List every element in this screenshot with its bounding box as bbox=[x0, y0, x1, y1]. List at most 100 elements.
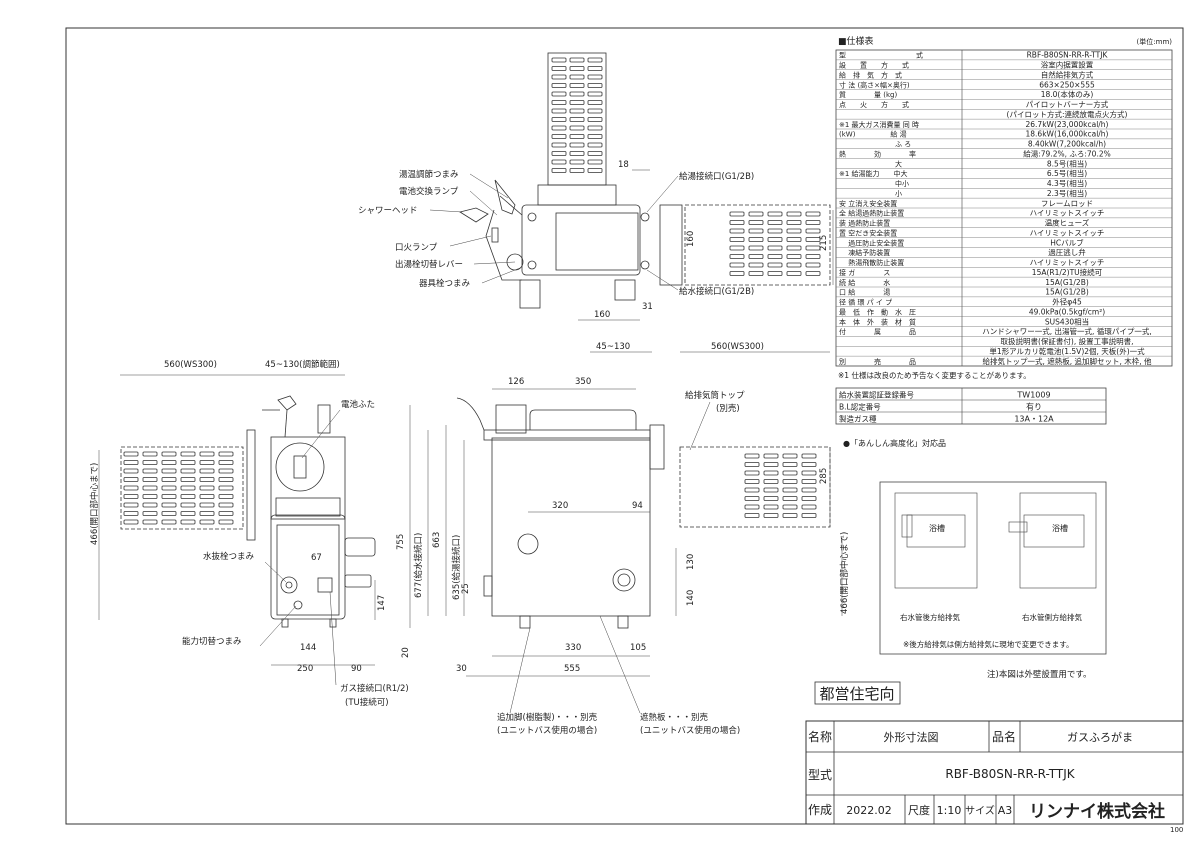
dim-350: 350 bbox=[575, 377, 591, 387]
vent-slot bbox=[767, 220, 783, 225]
vent-slot bbox=[767, 211, 783, 217]
vent-slot bbox=[805, 220, 821, 225]
vent-slot bbox=[805, 262, 821, 268]
vent-slot bbox=[142, 511, 158, 516]
vent-slot bbox=[744, 462, 760, 467]
spec-unit: (単位:mm) bbox=[1137, 37, 1173, 46]
dim-45-130-left: 45~130(調節範囲) bbox=[265, 359, 340, 370]
vent-slot bbox=[142, 494, 158, 499]
outlet-lever-label: 出湯栓切替レバー bbox=[395, 259, 463, 270]
vent-slot bbox=[763, 479, 779, 484]
vent-slot bbox=[587, 117, 603, 122]
spec-row-value: SUS430相当 bbox=[1045, 316, 1089, 326]
vent-slot bbox=[218, 485, 234, 491]
heat-shield-sub: (ユニットバス使用の場合) bbox=[640, 725, 740, 736]
vent-slot bbox=[801, 496, 817, 501]
vent-slot bbox=[748, 254, 764, 259]
spec-row-label: 安 立消え安全装置 bbox=[839, 199, 897, 208]
vent-slot bbox=[569, 100, 585, 105]
spec-heading: ■仕様表 bbox=[838, 35, 874, 47]
spec-row-value: 給排気トップ一式, 遮熱板, 追加脚セット, 木枠, 他 bbox=[982, 356, 1152, 366]
vent-slot bbox=[218, 502, 234, 508]
vent-slot bbox=[801, 513, 817, 518]
bath-label-2: 浴槽 bbox=[1052, 523, 1068, 533]
vent-slot bbox=[587, 168, 603, 173]
spec-row-label: 凍結予防装置 bbox=[839, 248, 890, 257]
spec-row-label: 熱 効 率 bbox=[839, 149, 916, 158]
vent-slot bbox=[551, 117, 567, 122]
spec-row-value: 給湯:79.2%, ふろ:70.2% bbox=[1023, 148, 1110, 158]
vent-slot bbox=[123, 451, 139, 457]
vent-slot bbox=[123, 485, 139, 491]
vent-slot bbox=[551, 151, 567, 156]
pilot-lamp-label: 口火ランプ bbox=[395, 243, 438, 253]
vent-slot bbox=[218, 511, 234, 516]
vent-slot bbox=[180, 511, 196, 516]
vent-slot bbox=[199, 460, 215, 465]
vent-slot bbox=[782, 487, 798, 493]
layout-caption-1: 右水管後方給排気 bbox=[900, 612, 960, 622]
spec-row-label: 口 給 湯 bbox=[839, 288, 890, 297]
vent-slot bbox=[199, 468, 215, 474]
vent-slot bbox=[729, 245, 745, 251]
vent-slot bbox=[748, 237, 764, 242]
vent-slot bbox=[569, 57, 585, 63]
spec-row-label: 質 量 (kg) bbox=[839, 90, 897, 99]
battery-lamp-label: 電池交換ランプ bbox=[399, 186, 459, 197]
vent-slot bbox=[729, 211, 745, 217]
vent-slot bbox=[569, 134, 585, 139]
cert-value-2: 有り bbox=[1026, 402, 1042, 412]
top-view-leaders bbox=[429, 169, 834, 321]
vent-slot bbox=[763, 504, 779, 510]
vent-slot bbox=[161, 485, 177, 491]
cold-water-port-label: 給水接続口(G1/2B) bbox=[679, 286, 754, 297]
spec-row-value: 15A(G1/2B) bbox=[1045, 278, 1089, 287]
dim-45-130-front: 45~130 bbox=[596, 342, 630, 352]
vent-slot bbox=[161, 511, 177, 516]
vent-slot bbox=[767, 237, 783, 242]
cert-label-2: B.L認定番号 bbox=[839, 402, 881, 412]
left-view bbox=[120, 395, 376, 628]
extra-leg-label: 追加脚(樹脂製)・・・別売 bbox=[497, 712, 598, 723]
vent-slot bbox=[763, 513, 779, 518]
vent-slot bbox=[782, 470, 798, 476]
vent-slot bbox=[767, 271, 783, 276]
dim-677: 677(給水接続口) bbox=[413, 533, 424, 598]
vent-slot bbox=[744, 470, 760, 476]
spec-row-label: 熱湯飛散防止装置 bbox=[839, 258, 904, 267]
vent-slot bbox=[587, 83, 603, 88]
vent-slot bbox=[763, 470, 779, 476]
vent-slot bbox=[801, 470, 817, 476]
vent-slot bbox=[199, 519, 215, 525]
spec-row-value: 18.6kW(16,000kcal/h) bbox=[1026, 130, 1109, 139]
spec-row-label: 全 給湯過熱防止装置 bbox=[839, 209, 904, 218]
size-value: A3 bbox=[998, 804, 1013, 817]
vent-slot bbox=[551, 66, 567, 71]
dim-466-front: 466(開口部中心まで) bbox=[839, 532, 850, 614]
vent-slot bbox=[782, 462, 798, 467]
vent-slot bbox=[199, 485, 215, 491]
vent-slot bbox=[180, 519, 196, 525]
vent-slot bbox=[551, 159, 567, 165]
vent-slot bbox=[744, 496, 760, 501]
vent-slot bbox=[199, 511, 215, 516]
spec-row-value: 過圧逃し弁 bbox=[1048, 247, 1086, 257]
spec-row-label: ふ ろ bbox=[839, 141, 911, 149]
spec-row-value: 26.7kW(23,000kcal/h) bbox=[1026, 120, 1109, 129]
spec-row-value: 15A(G1/2B) bbox=[1045, 288, 1089, 297]
vent-slot bbox=[587, 142, 603, 148]
cert-value-1: TW1009 bbox=[1016, 391, 1050, 400]
spec-row-value: 温度ヒューズ bbox=[1045, 218, 1090, 228]
spec-row-value: 2.3号(相当) bbox=[1047, 188, 1087, 198]
extra-leg-sub: (ユニットバス使用の場合) bbox=[497, 725, 597, 736]
dim-67: 67 bbox=[311, 553, 322, 563]
cert-label-1: 給水装置認証登録番号 bbox=[839, 390, 914, 400]
dim-663: 663 bbox=[432, 532, 442, 548]
vent-slot bbox=[782, 453, 798, 459]
vent-slot bbox=[161, 460, 177, 465]
title-block: 名称 外形寸法図 品名 ガスふろがま 型式 RBF-B80SN-RR-R-TTJ… bbox=[805, 720, 1184, 825]
front-view-leaders bbox=[409, 351, 843, 714]
dim-30: 30 bbox=[456, 664, 467, 674]
spec-row-value: ハイリミットスイッチ bbox=[1030, 209, 1105, 218]
